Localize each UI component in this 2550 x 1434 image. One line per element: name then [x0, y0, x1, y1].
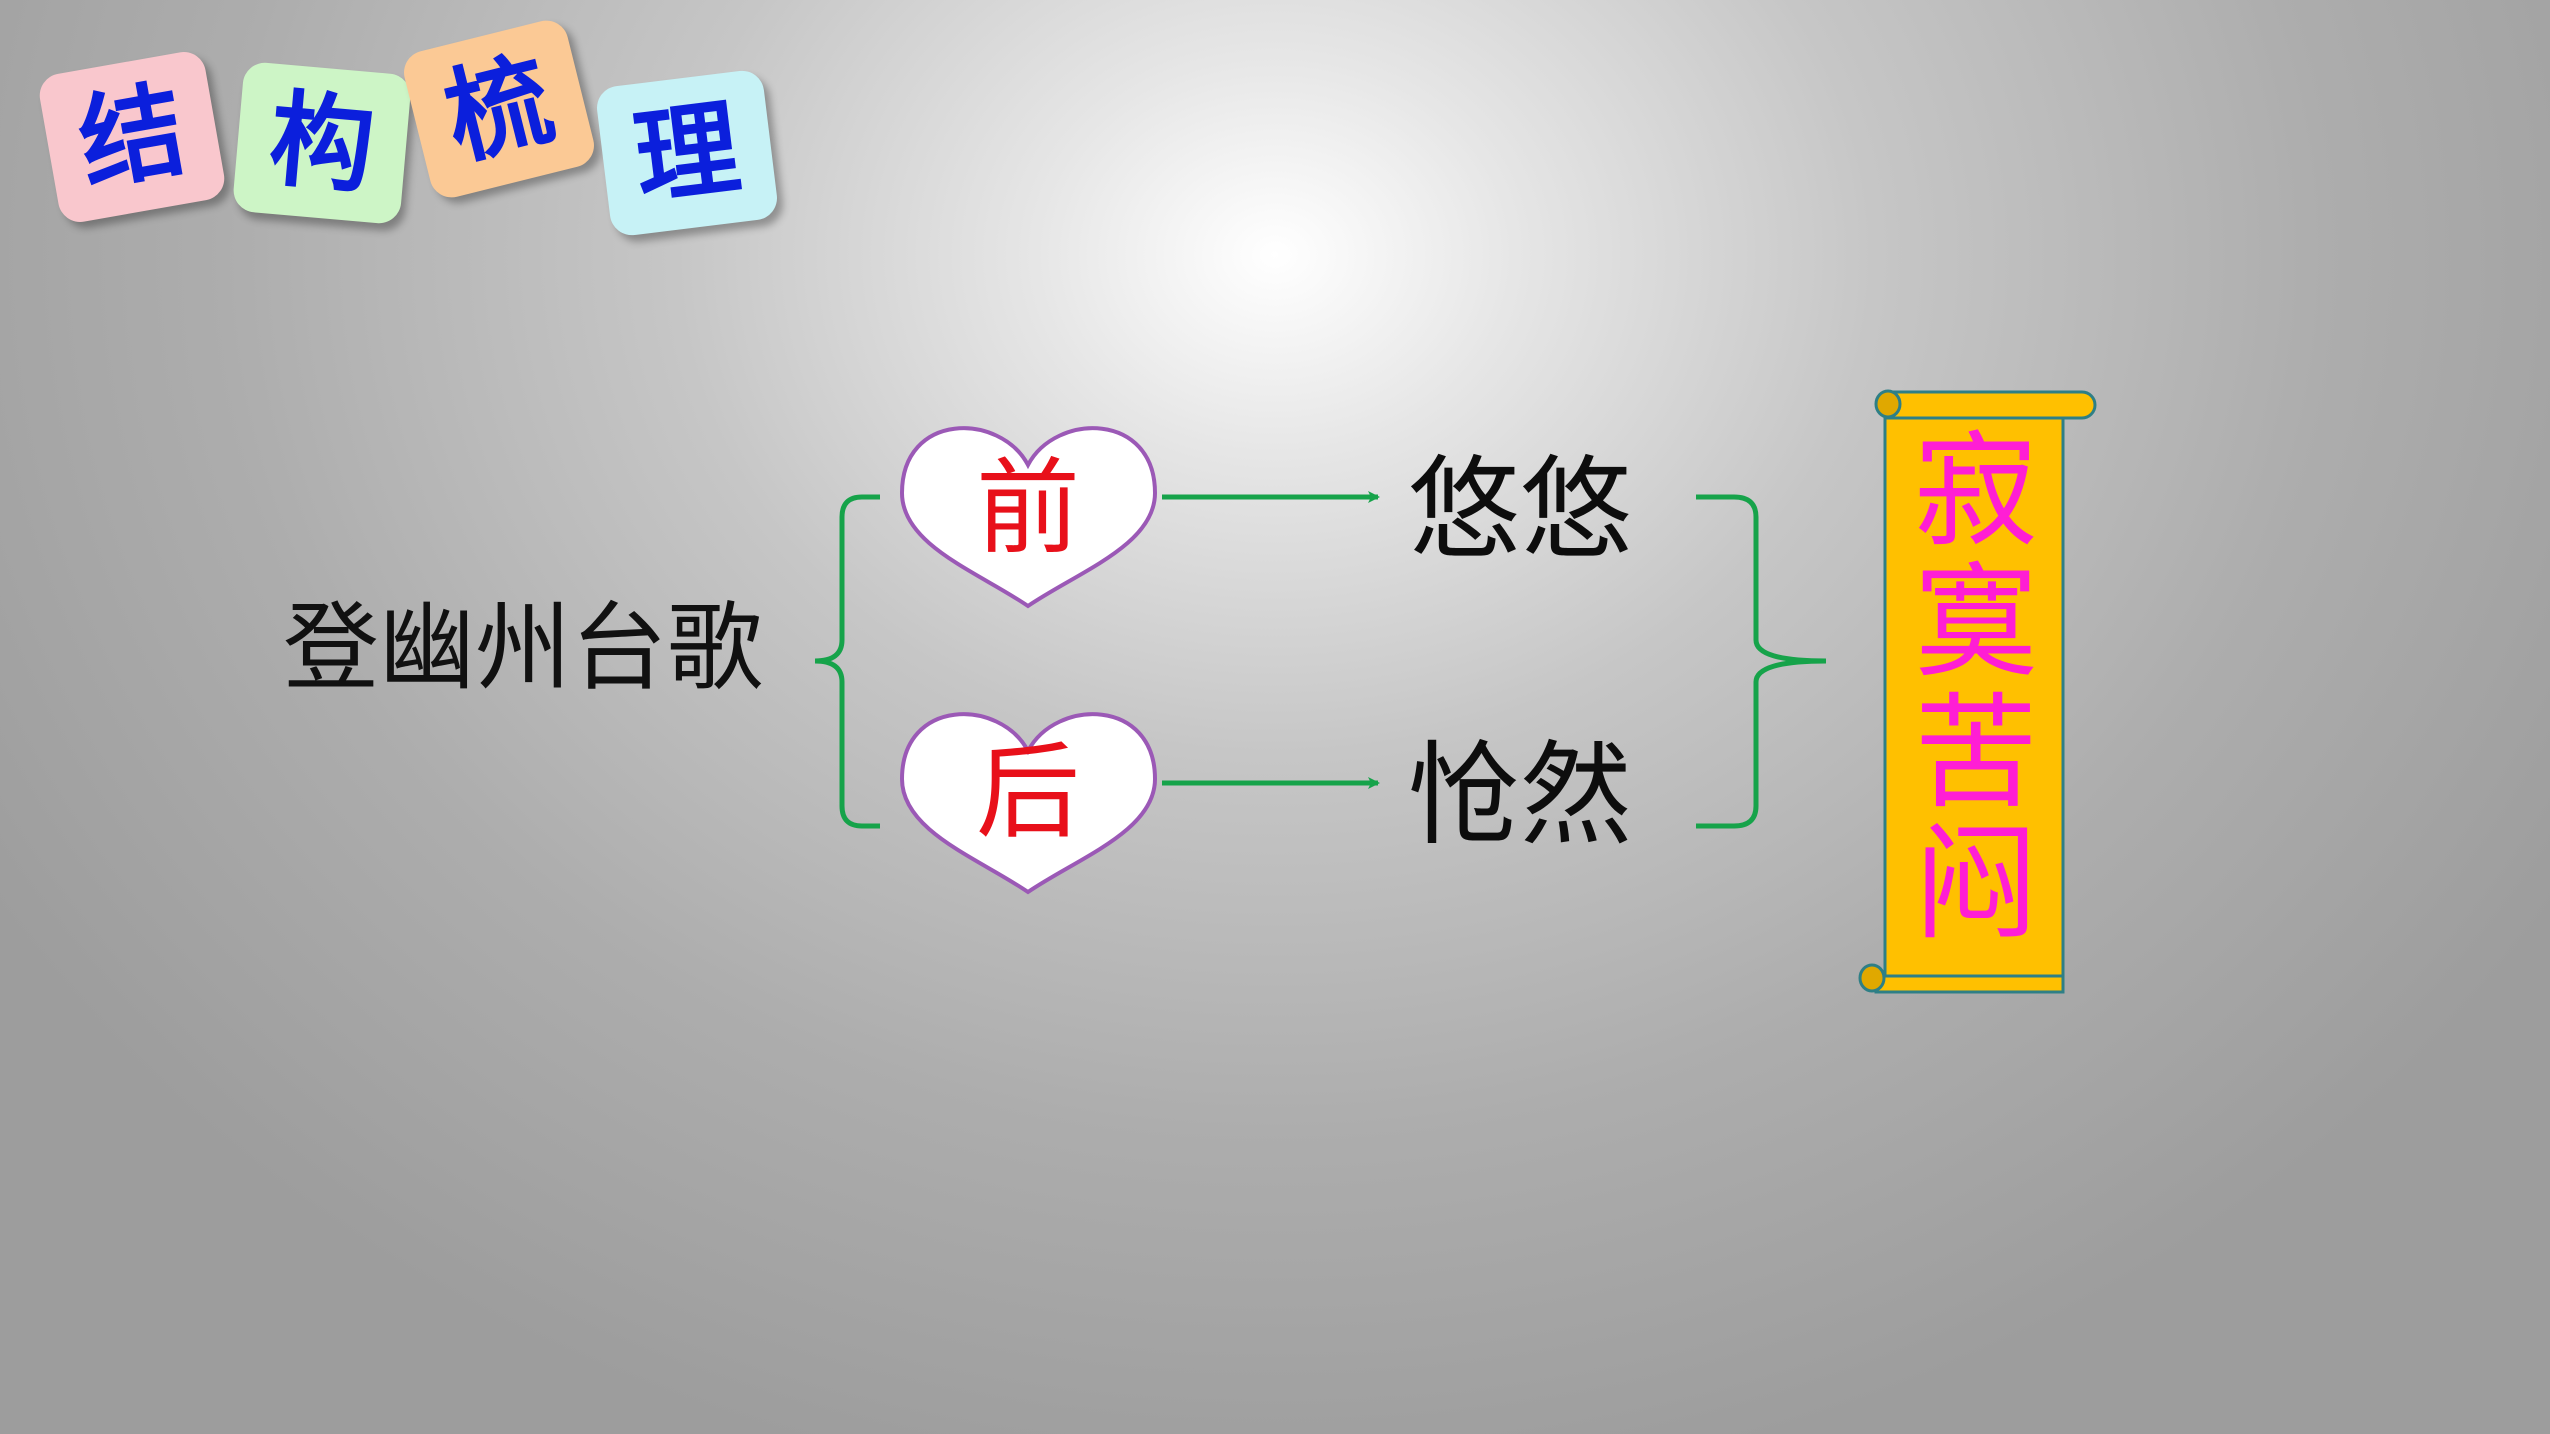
right-brace — [1696, 494, 1827, 829]
heart-shape-top — [899, 426, 1158, 609]
left-brace — [814, 494, 880, 829]
conclusion-char-2: 寞 — [1913, 551, 2038, 695]
heart-label-bottom: 后 — [975, 731, 1080, 853]
conclusion-char-4: 闷 — [1913, 813, 2038, 957]
heart-label-top: 前 — [975, 447, 1080, 569]
heart-shape-bottom — [899, 712, 1158, 895]
conclusion-char-3: 苦 — [1913, 682, 2038, 826]
poem-title: 登幽州台歌 — [283, 592, 763, 704]
word-bottom: 怆然 — [1408, 731, 1632, 861]
conclusion-char-1: 寂 — [1913, 420, 2038, 564]
word-top: 悠悠 — [1408, 445, 1632, 575]
scroll-banner — [1858, 389, 2097, 994]
conclusion-text: 寂 寞 苦 闷 — [1880, 430, 2072, 954]
